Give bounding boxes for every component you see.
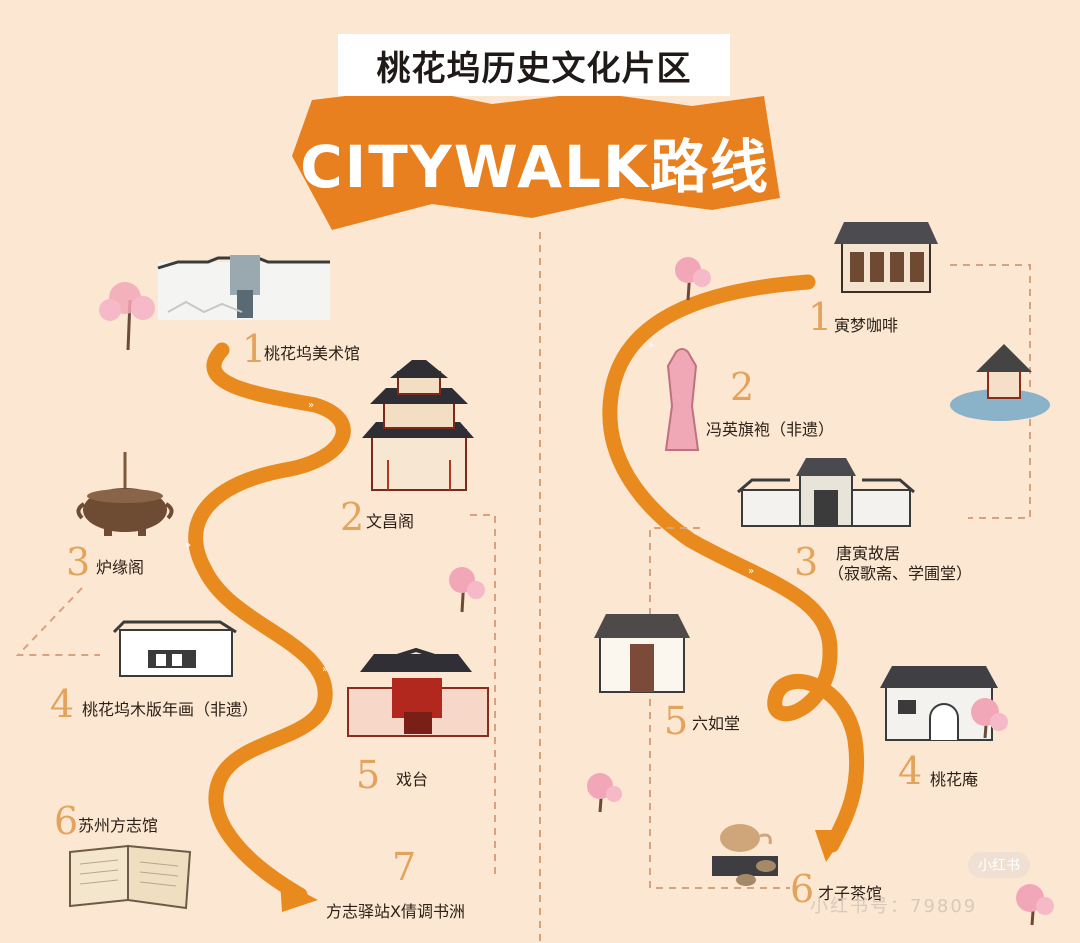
right-stop-1-number: 1 (808, 295, 833, 339)
pagoda-icon (362, 360, 474, 491)
page-title: 桃花坞历史文化片区 (338, 34, 730, 96)
woodblock-house-icon (112, 620, 237, 677)
svg-text:»: » (322, 664, 328, 675)
right-stop-4-label[interactable]: 桃花庵 (930, 770, 979, 789)
left-stop-6-number: 6 (54, 799, 79, 843)
left-stop-1-number: 1 (242, 327, 267, 371)
left-stop-4-number: 4 (50, 682, 75, 726)
left-stop-2-number: 2 (340, 495, 365, 539)
right-stop-6-number: 6 (790, 867, 815, 911)
right-stop-5-label[interactable]: 六如堂 (692, 714, 741, 733)
left-stop-3-label[interactable]: 炉缘阁 (96, 558, 145, 577)
right-stop-3-sublabel: （寂歌斋、学圃堂） (828, 564, 973, 583)
incense-burner-icon (76, 452, 174, 536)
left-stop-4-label[interactable]: 桃花坞木版年画（非遗） (82, 700, 259, 719)
blossom-tree-icon (587, 773, 622, 813)
left-stop-5-label[interactable]: 戏台 (396, 770, 429, 789)
svg-text:»: » (748, 566, 754, 577)
right-stop-6-label[interactable]: 才子茶馆 (818, 884, 883, 903)
right-stop-2-label[interactable]: 冯英旗袍（非遗） (706, 420, 835, 439)
right-stop-5-number: 5 (664, 699, 689, 743)
right-stop-2-number: 2 (730, 365, 755, 409)
left-stop-3-number: 3 (66, 540, 91, 584)
left-stop-7-number: 7 (392, 845, 417, 889)
banner-title: CITYWALK路线 (300, 133, 770, 201)
left-stop-5-number: 5 (356, 753, 381, 797)
left-stop-2-label[interactable]: 文昌阁 (366, 512, 415, 531)
blossom-tree-icon (675, 257, 711, 301)
route-direction-marks: » » » » » (185, 340, 754, 675)
right-stop-4-number: 4 (898, 749, 923, 793)
svg-text:»: » (308, 400, 314, 411)
museum-icon (157, 255, 330, 320)
svg-text:»: » (648, 340, 654, 351)
left-stop-6-label[interactable]: 苏州方志馆 (78, 816, 159, 835)
book-icon (69, 844, 192, 910)
blossom-tree-icon (449, 567, 485, 613)
right-route-path (602, 274, 865, 853)
teapot-icon (712, 824, 778, 886)
title-banner-shape (292, 88, 780, 230)
cafe-house-icon (834, 222, 938, 293)
blossom-tree-icon (99, 282, 155, 351)
left-stop-1-label[interactable]: 桃花坞美术馆 (264, 344, 361, 363)
watermark-text: 小红书号：79809 (810, 896, 978, 917)
right-route-arrowhead (815, 830, 848, 862)
stage-icon (347, 647, 489, 737)
residence-gate-icon (737, 458, 915, 527)
right-stop-3-number: 3 (794, 540, 819, 584)
dashed-connector (950, 264, 1031, 519)
right-stop-1-label[interactable]: 寅梦咖啡 (834, 316, 899, 335)
svg-text:»: » (185, 540, 191, 551)
left-route-path (188, 342, 351, 903)
hall-icon (594, 614, 690, 693)
blossom-tree-icon (971, 698, 1008, 739)
pavilion-icon (950, 344, 1050, 421)
left-route-arrowhead (280, 880, 318, 912)
right-stop-3-label[interactable]: 唐寅故居 (836, 544, 901, 563)
xiaohongshu-badge: 小红书 (968, 852, 1030, 878)
left-stop-7-label[interactable]: 方志驿站X倩调书洲 (326, 902, 465, 921)
dashed-connector (15, 587, 100, 656)
qipao-icon (664, 348, 700, 451)
blossom-tree-icon (1016, 884, 1054, 926)
